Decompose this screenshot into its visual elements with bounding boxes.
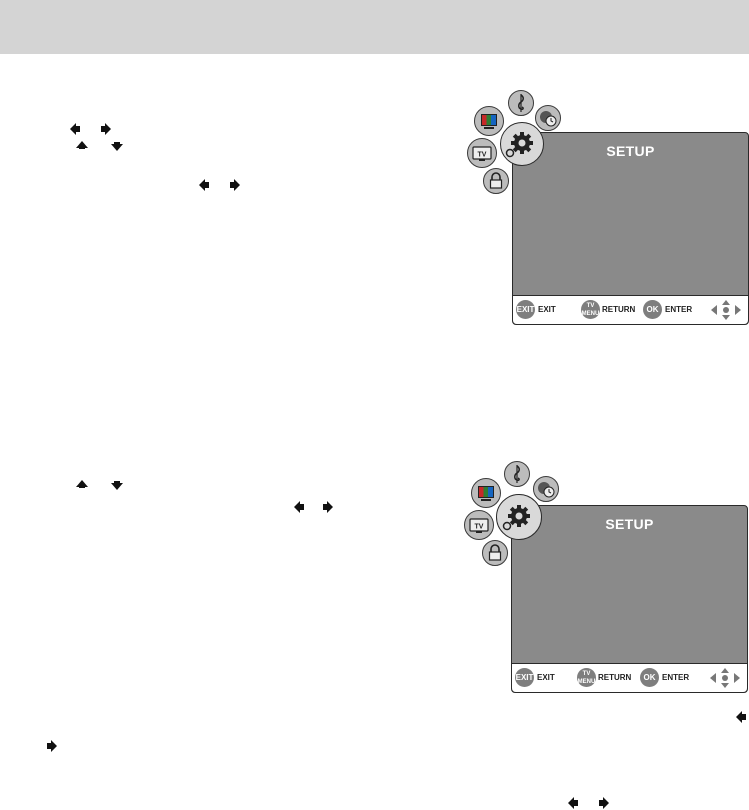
enter-label: ENTER — [662, 673, 690, 682]
music-note-icon[interactable] — [504, 461, 530, 487]
setup-title: SETUP — [605, 516, 654, 532]
menu-footer: EXIT EXIT TV MENU RETURN OK ENTER — [513, 295, 748, 324]
return-label: RETURN — [598, 673, 632, 682]
color-bars-icon[interactable] — [474, 106, 504, 136]
tv-menu-key-bottom: MENU — [577, 679, 596, 685]
tv-menu-key-top: TV — [586, 303, 595, 309]
ok-key[interactable]: OK — [640, 668, 659, 687]
tv-menu-key-bottom: MENU — [581, 311, 600, 317]
exit-key[interactable]: EXIT — [516, 300, 535, 319]
gear-icon[interactable] — [496, 494, 542, 540]
svg-text:TV: TV — [478, 152, 487, 159]
up-arrow-icon — [75, 141, 89, 151]
tv-icon[interactable]: TV — [467, 138, 497, 168]
tv-menu-key[interactable]: TV MENU — [581, 300, 600, 319]
setup-screen: SETUP EXIT EXIT TV MENU RETURN OK ENTER — [511, 505, 748, 693]
lock-icon[interactable] — [483, 168, 509, 194]
right-arrow-icon — [229, 178, 240, 192]
setup-menu-1: SETUP EXIT EXIT TV MENU RETURN OK ENTER — [466, 88, 749, 325]
tv-menu-key-top: TV — [582, 671, 591, 677]
tv-icon[interactable]: TV — [464, 510, 494, 540]
tv-menu-key[interactable]: TV MENU — [577, 668, 596, 687]
ok-key[interactable]: OK — [643, 300, 662, 319]
header-band — [0, 0, 749, 54]
up-arrow-icon — [75, 480, 89, 490]
right-arrow-icon — [46, 739, 57, 753]
lock-icon[interactable] — [482, 540, 508, 566]
setup-screen: SETUP EXIT EXIT TV MENU RETURN OK ENTER — [512, 132, 749, 325]
exit-label: EXIT — [538, 305, 556, 314]
nav-cross-icon — [709, 299, 743, 321]
down-arrow-icon — [110, 480, 124, 490]
right-arrow-icon — [598, 796, 609, 810]
svg-text:TV: TV — [475, 524, 484, 531]
left-arrow-icon — [736, 710, 747, 724]
color-bars-icon[interactable] — [471, 478, 501, 508]
enter-label: ENTER — [665, 305, 693, 314]
gear-icon[interactable] — [500, 122, 544, 166]
setup-menu-2: SETUP EXIT EXIT TV MENU RETURN OK ENTER — [464, 458, 749, 694]
left-arrow-icon — [568, 796, 579, 810]
down-arrow-icon — [110, 141, 124, 151]
right-arrow-icon — [100, 122, 111, 136]
left-arrow-icon — [199, 178, 210, 192]
return-label: RETURN — [602, 305, 636, 314]
clock-globe-icon[interactable] — [533, 476, 559, 502]
left-arrow-icon — [294, 500, 305, 514]
clock-globe-icon[interactable] — [535, 105, 561, 131]
right-arrow-icon — [322, 500, 333, 514]
setup-title: SETUP — [606, 143, 655, 159]
exit-key[interactable]: EXIT — [515, 668, 534, 687]
menu-footer: EXIT EXIT TV MENU RETURN OK ENTER — [512, 663, 747, 692]
nav-cross-icon — [708, 667, 742, 689]
music-note-icon[interactable] — [508, 90, 534, 116]
left-arrow-icon — [70, 122, 81, 136]
exit-label: EXIT — [537, 673, 555, 682]
